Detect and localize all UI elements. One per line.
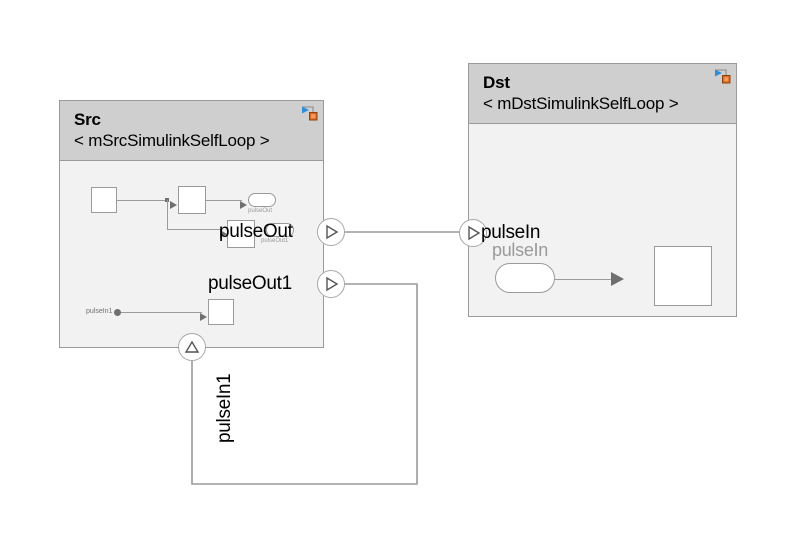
- inport-dst-pulsein[interactable]: [459, 219, 487, 247]
- port-label-dst-pulsein: pulseIn: [481, 222, 541, 243]
- component-src-header: Src < mSrcSimulinkSelfLoop >: [60, 101, 323, 161]
- component-src-subtitle: < mSrcSimulinkSelfLoop >: [74, 131, 270, 150]
- inner-wire-branch-right: [167, 229, 222, 230]
- outport-src-pulseout1[interactable]: [317, 270, 345, 298]
- inner-signal-pulseout-label: pulseOut: [248, 208, 273, 214]
- inner-arrow-pulseout: [240, 196, 248, 214]
- export-port-icon[interactable]: [713, 68, 731, 85]
- inner-signal-pulseout1[interactable]: [266, 223, 294, 237]
- inner-wire-pulsein1: [121, 312, 202, 313]
- inner-arrow-b: [170, 196, 178, 214]
- inner-signal-pulsein[interactable]: [495, 263, 555, 293]
- component-dst-header: Dst < mDstSimulinkSelfLoop >: [469, 64, 736, 124]
- inner-inport-pulsein1-dot[interactable]: [114, 309, 121, 316]
- inner-block-c[interactable]: [227, 220, 255, 248]
- inner-arrow-c: [220, 225, 228, 243]
- inner-block-a[interactable]: [91, 187, 117, 213]
- inner-wire-b-out: [206, 200, 242, 201]
- port-label-src-pulseout1: pulseOut1: [208, 273, 292, 294]
- port-label-src-pulseout: pulseOut: [219, 221, 293, 242]
- component-dst-body: [469, 124, 736, 316]
- outport-src-pulseout[interactable]: [317, 218, 345, 246]
- inner-signal-pulseout1-label: pulseOut1: [261, 238, 289, 244]
- inner-signal-pulsein-label: pulseIn: [492, 240, 548, 260]
- inner-inport-pulsein1-label: pulseIn1: [86, 308, 113, 315]
- component-dst-subtitle: < mDstSimulinkSelfLoop >: [483, 94, 679, 113]
- component-dst[interactable]: Dst < mDstSimulinkSelfLoop >: [468, 63, 737, 317]
- port-label-src-pulsein1: pulseIn1: [214, 373, 235, 443]
- inner-block-b[interactable]: [178, 186, 206, 214]
- inner-arrow-d: [200, 308, 208, 326]
- component-src[interactable]: Src < mSrcSimulinkSelfLoop >: [59, 100, 324, 348]
- export-port-icon[interactable]: [300, 105, 318, 122]
- inport-src-pulsein1[interactable]: [178, 333, 206, 361]
- component-src-title: Src: [74, 110, 101, 129]
- inner-wire-a-branch: [117, 200, 167, 201]
- component-dst-title: Dst: [483, 73, 510, 92]
- inner-block-sink[interactable]: [654, 246, 712, 306]
- inner-block-d[interactable]: [208, 299, 234, 325]
- inner-signal-pulseout[interactable]: [248, 193, 276, 207]
- inner-wire-dst: [555, 279, 617, 280]
- inner-arrow-sink: [611, 272, 625, 291]
- inner-wire-branch-down: [167, 200, 168, 229]
- component-src-body: pulseOut pulseOut1 pulseIn1: [60, 161, 323, 347]
